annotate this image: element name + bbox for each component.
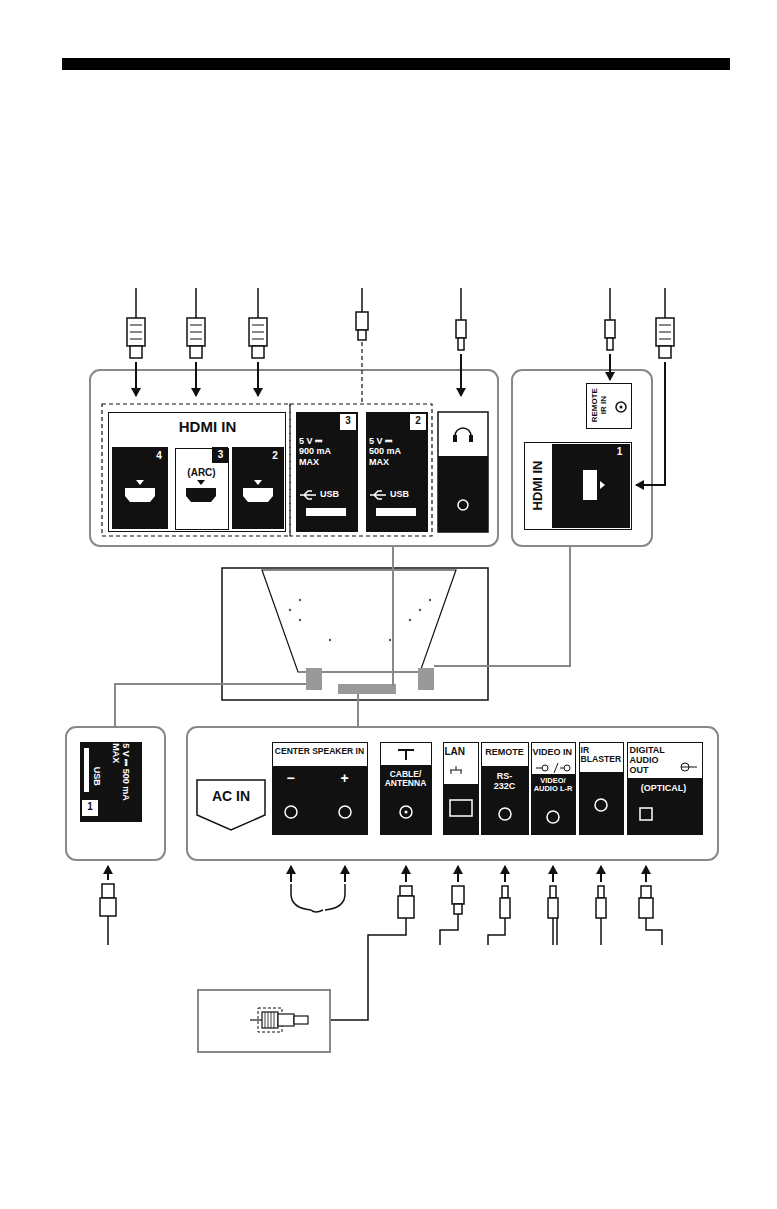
port-label: REMOTE IR IN: [589, 385, 607, 427]
port-label: LAN: [445, 746, 477, 758]
port-label: RS- 232C: [490, 771, 520, 792]
port-label: USB: [320, 489, 354, 499]
port-label: 5 V ⎓ 900 mA MAX: [299, 436, 337, 467]
port-label: HDMI IN: [530, 446, 545, 526]
port-label: −: [283, 770, 299, 786]
hdmi-port: HDMI IN 1: [524, 442, 632, 530]
usb-port: 25 V ⎓ 500 mA MAX USB: [366, 412, 428, 532]
usb-port: 35 V ⎓ 900 mA MAX USB: [296, 412, 358, 532]
port-label: 3: [213, 449, 229, 461]
port-label: 5 V ⎓ 500 mA MAX: [369, 436, 407, 467]
port-label: +: [337, 770, 353, 786]
port-label: 2: [267, 450, 283, 462]
port-label: CENTER SPEAKER IN: [274, 747, 366, 757]
port-label: 1: [82, 801, 98, 813]
lan-port: LAN: [443, 742, 479, 835]
port-label: AC IN: [197, 788, 265, 804]
antenna-input: CABLE/ ANTENNA: [380, 742, 432, 835]
ir-blaster-jack: IR BLASTER: [579, 742, 624, 835]
port-label: (ARC): [177, 467, 227, 479]
port-label: VIDEO IN: [533, 747, 575, 757]
hdmi-port: 3 (ARC): [175, 448, 229, 530]
port-label: 4: [151, 450, 167, 462]
port-label: CABLE/ ANTENNA: [382, 770, 430, 790]
optical-output: DIGITAL AUDIO OUT (OPTICAL): [627, 742, 703, 835]
port-label: REMOTE: [483, 747, 527, 757]
port-label: 3: [340, 415, 356, 427]
port-label: DIGITAL AUDIO OUT: [630, 745, 676, 776]
port-label: 2: [410, 415, 426, 427]
hdmi-port: 4: [113, 448, 169, 530]
port-label: USB: [390, 489, 424, 499]
port-label: 1: [612, 446, 628, 458]
port-label: USB: [92, 761, 102, 791]
port-group: HDMI IN 4 3 (ARC) 2: [108, 412, 286, 532]
port-label: VIDEO/ AUDIO L-R: [532, 777, 575, 794]
rs232c-port: REMOTE RS- 232C: [481, 742, 529, 835]
hdmi-port: 2: [233, 448, 285, 530]
power-input: AC IN: [197, 780, 265, 816]
port-label: 5 V ⎓ 500 mA MAX: [111, 743, 132, 813]
port-label: HDMI IN: [140, 418, 276, 435]
port-label: (OPTICAL): [630, 783, 698, 793]
video-input: VIDEO IN VIDEO/ AUDIO L-R: [531, 742, 576, 835]
usb-port: 5 V ⎓ 500 mA MAX USB 1: [80, 742, 142, 822]
ir-input-jack: REMOTE IR IN: [586, 383, 632, 429]
speaker-terminal: CENTER SPEAKER IN − +: [272, 742, 368, 835]
port-label: IR BLASTER: [581, 746, 622, 766]
